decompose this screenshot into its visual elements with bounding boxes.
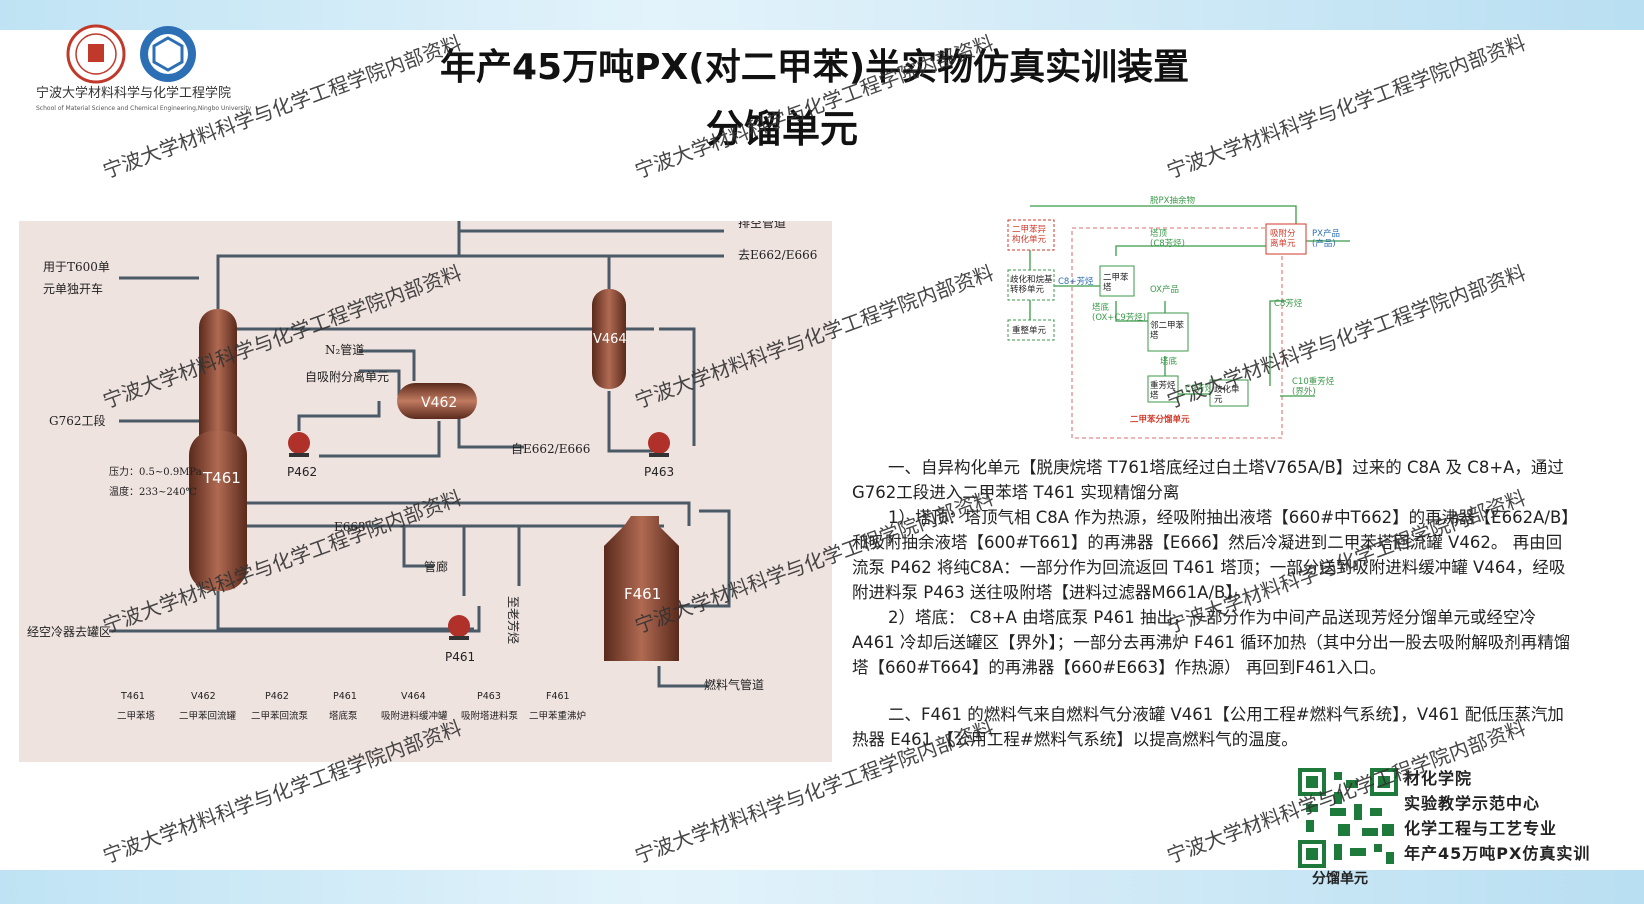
pfd-legend: T461 二甲苯塔 V462 二甲苯回流罐 P462 二甲苯回流泵 P461 塔…: [117, 691, 586, 722]
bfd-box-xylene: 二甲苯塔: [1103, 272, 1129, 293]
legend-name: 二甲苯回流罐: [179, 710, 237, 722]
bfd-box-heavy: 重芳烃塔: [1150, 380, 1176, 401]
label-e663: E663: [334, 520, 366, 534]
desc-paragraph-3: 2）塔底： C8+A 由塔底泵 P461 抽出，一部分作为中间产品送现芳烃分馏单…: [852, 608, 1571, 677]
legend-name: 塔底泵: [329, 710, 358, 722]
label-fuel: 燃料气管道: [704, 677, 764, 692]
legend-name: 吸附塔进料泵: [461, 710, 519, 722]
process-description: 一、自异构化单元【脱庚烷塔 T761塔底经过白土塔V765A/B】过来的 C8A…: [852, 455, 1572, 752]
bfd-px: PX产品(产品): [1312, 228, 1340, 249]
v464-vessel: [592, 289, 626, 389]
watermark: 宁波大学材料科学与化学工程学院内部资料: [1163, 30, 1529, 184]
legend-name: 二甲苯回流泵: [251, 710, 309, 722]
page-title: 年产45万吨PX(对二甲苯)半实物仿真实训装置: [440, 47, 1190, 88]
bfd-c8: C8+芳烃: [1058, 276, 1094, 287]
f461-furnace: [604, 516, 679, 661]
qr-line: 年产45万吨PX仿真实训: [1404, 844, 1591, 863]
legend-tag: T461: [120, 691, 145, 702]
t461-label: T461: [202, 469, 241, 487]
p462-pump: [288, 432, 310, 457]
bfd-top-label: 脱PX抽余物: [1150, 196, 1195, 206]
pipes: [109, 221, 731, 688]
f461-label: F461: [624, 585, 661, 603]
p463-label: P463: [644, 465, 674, 479]
school-logo-block: 宁波大学材料科学与化学工程学院 School of Material Scien…: [36, 22, 266, 114]
legend-name: 吸附进料缓冲罐: [381, 710, 448, 722]
label-t600b: 元单独开车: [43, 281, 103, 296]
qr-code-icon: [1298, 768, 1398, 868]
legend-name: 二甲苯塔: [117, 710, 156, 722]
bfd-box-ads: 吸附分离单元: [1270, 228, 1296, 249]
v462-drum: [397, 383, 477, 419]
qr-caption: 分馏单元: [1312, 871, 1368, 887]
label-vent: 排空管道: [738, 221, 786, 230]
bfd-box-ox: 邻二甲苯塔: [1150, 320, 1185, 341]
bfd-svg: 脱PX抽余物 二甲苯异构化单元 歧化和烷基转移单元 重整单元 C8+芳烃 二甲苯…: [1007, 195, 1350, 439]
p461-label: P461: [445, 650, 475, 664]
bfd-unit: 二甲苯分馏单元: [1130, 414, 1190, 425]
label-to-heavy: 至老芳烃: [506, 596, 520, 644]
qr-line: 化学工程与工艺专业: [1404, 819, 1558, 838]
label-self-ads: 自吸附分离单元: [305, 369, 389, 384]
label-t600: 用于T600单: [43, 260, 110, 274]
p461-pump: [448, 615, 470, 640]
label-pressure: 压力：0.5~0.9MPa: [109, 465, 202, 478]
qr-info: 材化学院 实验教学示范中心 化学工程与工艺专业 年产45万吨PX仿真实训: [1404, 766, 1590, 866]
bfd-c10: C10重芳烃(界外): [1292, 376, 1335, 397]
bfd-tower-bot: 塔底(OX+C9芳烃): [1092, 302, 1146, 323]
legend-tag: P463: [477, 691, 501, 702]
label-n2: N₂管道: [325, 342, 364, 357]
bottom-banner: [0, 870, 1644, 904]
bfd-ox: OX产品: [1150, 284, 1179, 295]
top-banner: [0, 0, 1644, 30]
label-g762: G762工段: [49, 413, 106, 428]
label-pipe: 管廊: [424, 559, 448, 574]
legend-tag: V464: [401, 691, 426, 702]
legend-tag: V462: [191, 691, 216, 702]
bfd-c8b: C8芳烃: [1274, 298, 1303, 309]
legend-name: 二甲苯重沸炉: [529, 710, 586, 722]
school-en: School of Material Science and Chemical …: [36, 105, 252, 112]
desc-paragraph-4: 二、F461 的燃料气来自燃料气分液罐 V461【公用工程#燃料气系统】，V46…: [852, 705, 1564, 749]
bfd-tower-bot2: 塔底: [1160, 356, 1178, 367]
school-cn: 宁波大学材料科学与化学工程学院: [36, 85, 231, 101]
bfd-c9: C9芳烃: [1185, 383, 1214, 394]
legend-tag: F461: [546, 691, 570, 702]
qr-line: 材化学院: [1404, 769, 1473, 788]
label-air-cooler: 经空冷器去罐区: [27, 625, 111, 639]
p462-label: P462: [287, 465, 317, 479]
label-temp: 温度：233~240℃: [109, 485, 197, 498]
label-from-e662: 自E662/E666: [511, 442, 590, 456]
desc-paragraph-2: 1）塔顶：塔顶气相 C8A 作为热源，经吸附抽出液塔【660#中T662】的再沸…: [852, 508, 1570, 602]
label-to-e662: 去E662/E666: [738, 248, 817, 262]
bfd-tower-top: 塔顶(C8芳烃): [1150, 228, 1185, 249]
legend-tag: P462: [265, 691, 289, 702]
v464-label: V464: [593, 332, 627, 347]
process-flow-diagram: T461 V462 V464 F461 P462 P463 P461 排空管道 …: [19, 221, 832, 762]
bfd-box-reform: 重整单元: [1012, 325, 1047, 336]
legend-tag: P461: [333, 691, 357, 702]
p463-pump: [648, 432, 670, 457]
bfd-box-iso: 二甲苯异构化单元: [1012, 224, 1047, 245]
pfd-svg: T461 V462 V464 F461 P462 P463 P461 排空管道 …: [27, 221, 817, 722]
block-flow-diagram: 脱PX抽余物 二甲苯异构化单元 歧化和烷基转移单元 重整单元 C8+芳烃 二甲苯…: [1000, 195, 1420, 452]
page-subtitle: 分馏单元: [706, 107, 859, 151]
bfd-box-disp2: 歧化单元: [1214, 384, 1240, 405]
school-logo: 宁波大学材料科学与化学工程学院 School of Material Scien…: [36, 24, 252, 112]
qr-line: 实验教学示范中心: [1404, 794, 1541, 813]
v462-label: V462: [421, 395, 457, 411]
desc-paragraph-1: 一、自异构化单元【脱庚烷塔 T761塔底经过白土塔V765A/B】过来的 C8A…: [852, 458, 1564, 502]
bfd-box-disp: 歧化和烷基转移单元: [1010, 274, 1053, 295]
